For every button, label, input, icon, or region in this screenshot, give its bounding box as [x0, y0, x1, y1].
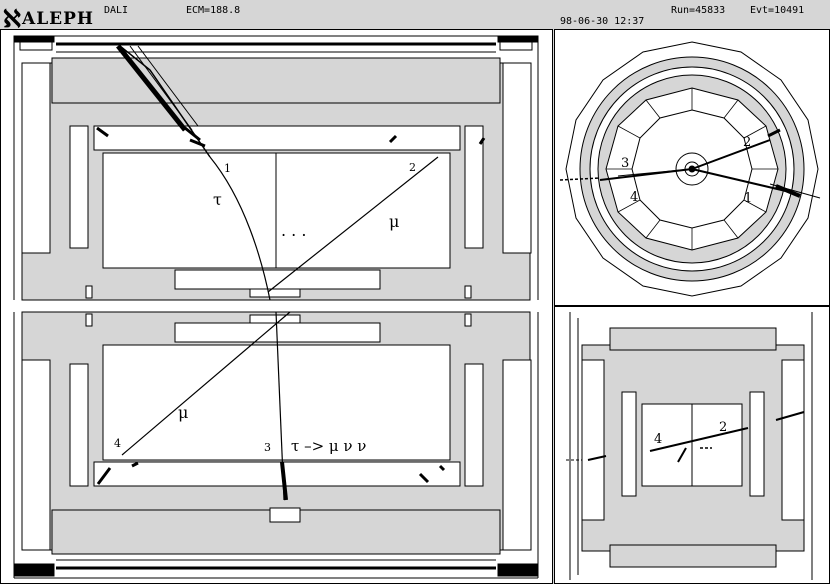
zoom-endcap-left	[581, 359, 605, 521]
aleph-logo-icon: ℵ	[3, 4, 21, 33]
end-view-tracks	[559, 128, 821, 199]
event-number: Evt=10491	[750, 5, 805, 16]
ecal-endcap-left-upper	[69, 125, 89, 249]
zoom-track-label-2: 2	[719, 420, 727, 435]
ecal-barrel-lower	[93, 461, 461, 487]
zoom-magnet-top	[609, 327, 777, 351]
aleph-logo-text: ALEPH	[22, 9, 94, 29]
ecal-endcap-right-upper	[464, 125, 484, 249]
end-track-label-1: 1	[744, 191, 752, 206]
endcap-left-lower	[21, 359, 51, 551]
end-view-track-4	[617, 168, 693, 177]
ecal-endcap-right-lower	[464, 363, 484, 487]
side-view-gap	[1, 300, 552, 311]
run-number: Run=45833	[671, 5, 726, 16]
ecm-readout: ECM=188.8	[186, 5, 241, 16]
end-view-track-1	[691, 168, 791, 193]
beam-pipe-stub	[269, 507, 301, 523]
endcap-left-upper	[21, 62, 51, 254]
end-track-label-3: 3	[621, 156, 629, 171]
side-view-tracks	[96, 44, 486, 501]
zoom-view-detector	[581, 327, 805, 568]
mu-track-lower	[121, 311, 291, 456]
zoom-track-label-4: 4	[654, 432, 662, 447]
zoom-view-labels: 4 2	[654, 420, 727, 447]
side-view-labels: 1 2 3 4 τ μ μ . . . τ –> μ ν ν	[114, 161, 416, 455]
coil-foot-left-lower	[85, 313, 93, 327]
track-label-2: 2	[409, 161, 416, 174]
coil-foot-right-upper	[464, 285, 472, 299]
zoom-track-4	[649, 427, 749, 452]
track-label-4: 4	[114, 437, 121, 450]
zoom-view-frame-lines	[569, 312, 813, 580]
tau-track	[209, 156, 271, 301]
itc-upper	[174, 269, 381, 290]
ecal-endcap-left-lower	[69, 363, 89, 487]
zoom-magnet-bottom	[609, 544, 777, 568]
coil-foot-right-lower	[464, 313, 472, 327]
ellipsis-label: . . .	[281, 221, 306, 240]
ecal-barrel-upper	[93, 125, 461, 151]
track-label-1: 1	[224, 162, 231, 175]
side-view-lower-detector	[21, 311, 532, 555]
mu-track-upper	[267, 156, 439, 293]
muon-chambers-upper	[13, 35, 539, 300]
side-view-upper-detector	[19, 39, 533, 301]
end-view-labels: 2 1 3 4	[621, 135, 752, 206]
end-view-track-2	[691, 139, 771, 170]
tau-label: τ	[213, 190, 222, 209]
tpc-lower	[102, 344, 451, 461]
coil-foot-left-upper	[85, 285, 93, 299]
event-datetime: 98-06-30 12:37	[560, 16, 645, 27]
zoom-endcap-right	[781, 359, 805, 521]
zoom-ecal-left	[621, 391, 637, 497]
zoom-ecal-right	[749, 391, 765, 497]
end-view-sector-lines	[606, 88, 778, 250]
mu-label-upper: μ	[389, 212, 399, 231]
program-name: DALI	[104, 5, 129, 16]
endcap-right-upper	[502, 62, 532, 254]
magnet-upper	[51, 57, 501, 104]
zoom-view-tracks	[566, 411, 805, 463]
endcap-right-lower	[502, 359, 532, 551]
end-track-label-4: 4	[630, 190, 638, 205]
vdet-lower	[249, 314, 301, 324]
decay-label: τ –> μ ν ν	[291, 437, 366, 455]
mu-label-lower: μ	[178, 403, 188, 422]
track-label-3: 3	[264, 441, 271, 454]
muon-chambers-lower	[13, 312, 539, 579]
end-track-label-2: 2	[743, 135, 751, 150]
vdet-upper	[249, 288, 301, 298]
